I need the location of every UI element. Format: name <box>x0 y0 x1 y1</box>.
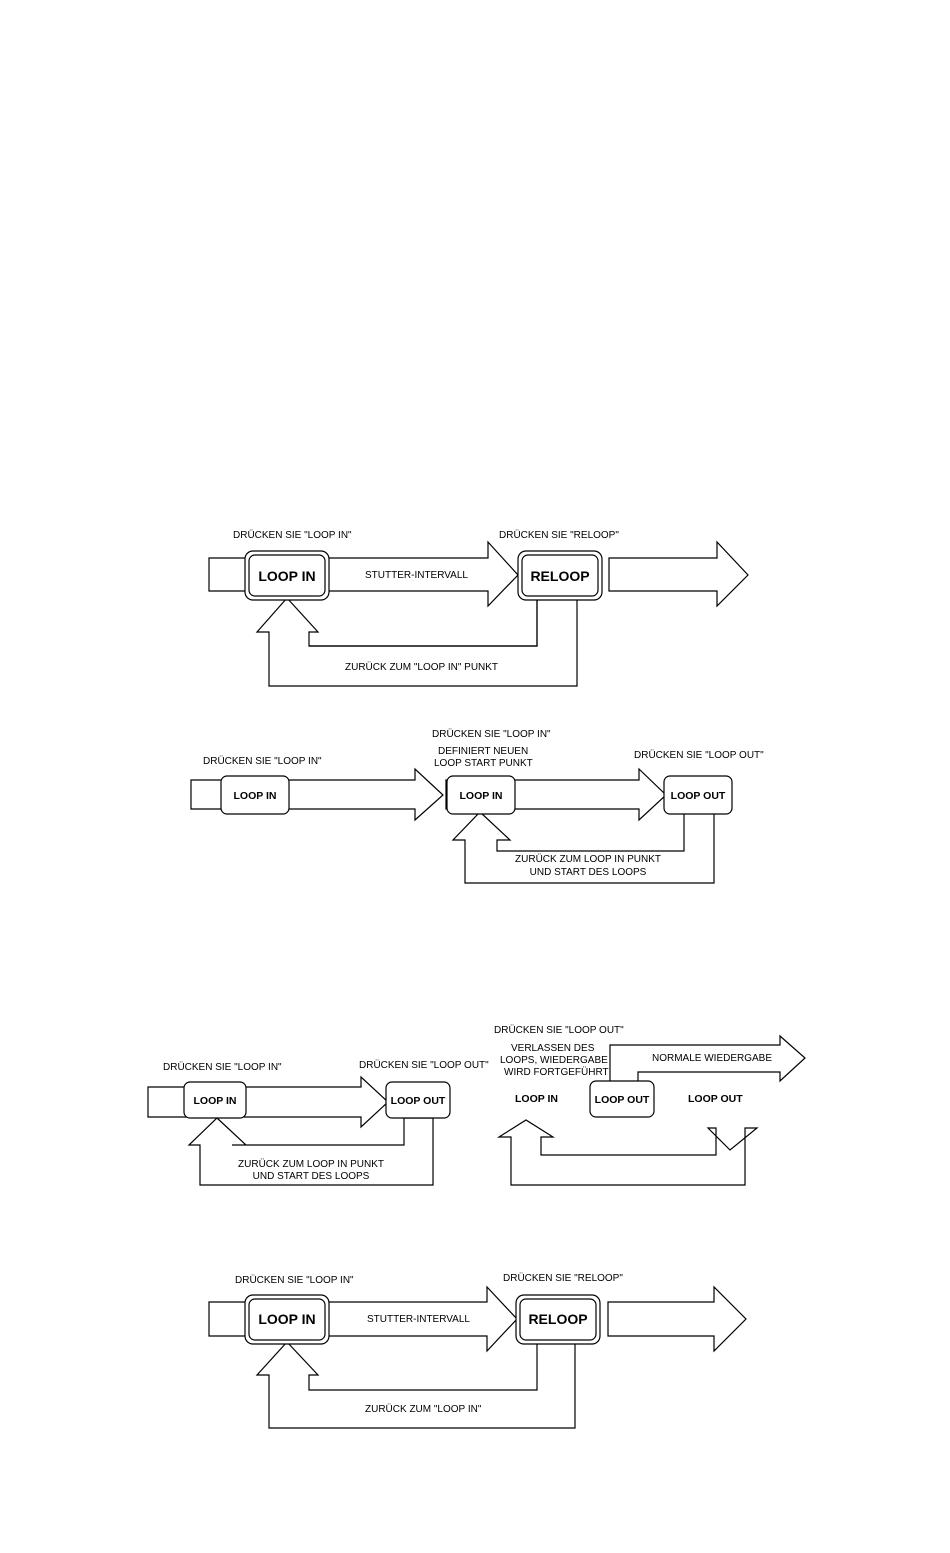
return-label-1: ZURÜCK ZUM LOOP IN PUNKT <box>515 853 661 865</box>
press-reloop-label: DRÜCKEN SIE "RELOOP" <box>503 1272 623 1284</box>
loop-in-button-label: LOOP IN <box>258 568 315 584</box>
exit-label-1: VERLASSEN DES <box>511 1043 595 1054</box>
stutter-interval-label: STUTTER-INTERVALL <box>367 1314 470 1325</box>
loop-out-button[interactable] <box>589 1080 655 1118</box>
loop-in-button-inner-border <box>248 1298 326 1341</box>
output-arrow <box>607 1285 747 1353</box>
return-band <box>451 807 715 884</box>
loop-in-button-2-label: LOOP IN <box>460 790 503 802</box>
loop-in-button-label: LOOP IN <box>194 1095 237 1107</box>
press-loop-out-label: DRÜCKEN SIE "LOOP OUT" <box>494 1024 624 1036</box>
loop-out-button-label: LOOP OUT <box>391 1095 446 1107</box>
press-loop-in-label: DRÜCKEN SIE "LOOP IN" <box>163 1061 282 1073</box>
diagram-1: LOOP IN RELOOP DRÜCKEN SIE "LOOP IN" DRÜ… <box>208 529 749 687</box>
return-label-1: ZURÜCK ZUM LOOP IN PUNKT <box>238 1158 384 1170</box>
diagram-5: LOOP IN RELOOP DRÜCKEN SIE "LOOP IN" DRÜ… <box>208 1272 747 1429</box>
press-loop-in-label: DRÜCKEN SIE "LOOP IN" <box>233 529 352 541</box>
loop-out-button-label: LOOP OUT <box>595 1094 650 1106</box>
loop-band <box>496 1119 759 1186</box>
diagram-4: LOOP OUT LOOP IN LOOP OUT DRÜCKEN SIE "L… <box>494 1024 806 1186</box>
reloop-button[interactable] <box>517 550 603 601</box>
return-label-2: UND START DES LOOPS <box>530 867 647 878</box>
loop-out-button-label: LOOP OUT <box>671 790 726 802</box>
press-loop-in-label-2: DRÜCKEN SIE "LOOP IN" <box>432 728 551 740</box>
return-label-2: UND START DES LOOPS <box>253 1171 370 1182</box>
exit-label-2: LOOPS, WIEDERGABE <box>500 1055 608 1066</box>
press-loop-out-label: DRÜCKEN SIE "LOOP OUT" <box>634 749 764 761</box>
loop-in-text: LOOP IN <box>515 1093 558 1105</box>
reloop-button-label: RELOOP <box>530 568 589 584</box>
output-arrow <box>608 540 749 608</box>
exit-label-3: WIRD FORTGEFÜHRT <box>504 1066 609 1078</box>
normal-playback-label: NORMALE WIEDERGABE <box>652 1053 772 1064</box>
loop-in-button-2[interactable] <box>446 775 516 815</box>
loop-in-button[interactable] <box>244 1294 330 1345</box>
return-band-inner <box>309 598 538 647</box>
defines-label-1: DEFINIERT NEUEN <box>438 746 528 757</box>
return-label: ZURÜCK ZUM "LOOP IN" PUNKT <box>345 661 498 673</box>
press-loop-in-label-1: DRÜCKEN SIE "LOOP IN" <box>203 755 322 767</box>
normal-playback-arrow <box>609 1034 806 1084</box>
loop-out-button[interactable] <box>663 775 733 815</box>
reloop-button-inner-border <box>519 1298 597 1341</box>
loop-out-button[interactable] <box>385 1081 451 1119</box>
loop-in-button-1-label: LOOP IN <box>234 790 277 802</box>
press-reloop-label: DRÜCKEN SIE "RELOOP" <box>499 529 619 541</box>
loop-in-button[interactable] <box>244 550 330 601</box>
reloop-button-label: RELOOP <box>528 1311 587 1327</box>
diagram-2: LOOP IN LOOP IN LOOP OUT DRÜCKEN SIE "LO… <box>190 728 764 884</box>
loop-in-button-1[interactable] <box>220 775 290 815</box>
loop-in-button[interactable] <box>183 1081 247 1119</box>
return-band <box>187 1117 434 1186</box>
press-loop-in-label: DRÜCKEN SIE "LOOP IN" <box>235 1274 354 1286</box>
stutter-interval-label: STUTTER-INTERVALL <box>365 570 468 581</box>
loop-in-button-inner-border <box>248 554 326 597</box>
reloop-button-inner-border <box>521 554 599 597</box>
loop-out-text: LOOP OUT <box>688 1093 743 1105</box>
diagram-3: LOOP IN LOOP OUT DRÜCKEN SIE "LOOP IN" D… <box>147 1059 489 1186</box>
return-label: ZURÜCK ZUM "LOOP IN" <box>365 1403 482 1415</box>
loop-in-button-label: LOOP IN <box>258 1311 315 1327</box>
press-loop-out-label: DRÜCKEN SIE "LOOP OUT" <box>359 1059 489 1071</box>
return-band <box>255 1341 576 1429</box>
reloop-button[interactable] <box>515 1294 601 1345</box>
defines-label-2: LOOP START PUNKT <box>434 758 533 769</box>
